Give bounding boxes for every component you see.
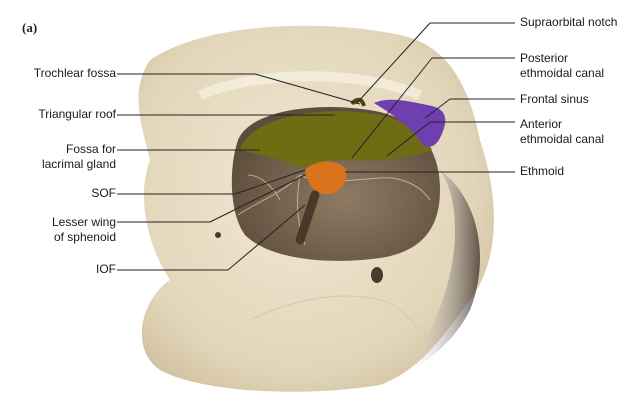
brow-ridge [198, 71, 422, 100]
label-supraorbital-notch: Supraorbital notch [520, 15, 618, 29]
label-sof: SOF [91, 186, 116, 200]
label-trochlear-fossa: Trochlear fossa [33, 66, 116, 80]
lower-suture [249, 295, 421, 331]
label-iof: IOF [96, 262, 116, 276]
label-posterior-ethmoidal-line1: Posterior [520, 51, 569, 65]
orbit-roof [240, 111, 432, 168]
label-posterior-ethmoidal-line2: ethmoidal canal [520, 66, 605, 80]
label-triangular-roof: Triangular roof [38, 107, 116, 121]
suture-lines [237, 174, 431, 246]
inferior-orbital-fissure [295, 190, 320, 245]
label-fossa-lacrimal-line1: Fossa for [65, 142, 116, 156]
label-fossa-lacrimal-line2: lacrimal gland [41, 157, 116, 171]
zygomatic-foramen [215, 232, 221, 238]
label-ethmoid: Ethmoid [520, 164, 565, 178]
leader-lines-left [117, 73, 361, 271]
label-lesser-wing-line1: Lesser wing [51, 215, 116, 229]
label-frontal-sinus: Frontal sinus [520, 92, 589, 106]
label-anterior-ethmoidal-line1: Anterior [520, 117, 563, 131]
panel-label: (a) [22, 20, 38, 35]
supraorbital-notch-mark [350, 97, 366, 107]
nasal-foramen [371, 267, 383, 283]
label-lesser-wing-line2: of sphenoid [53, 230, 116, 244]
leader-lines-right [345, 22, 515, 173]
frontal-sinus-shape [374, 99, 446, 147]
skull-side-shadow [405, 170, 480, 375]
label-anterior-ethmoidal-line2: ethmoidal canal [520, 132, 605, 146]
superior-orbital-fissure [305, 161, 347, 195]
